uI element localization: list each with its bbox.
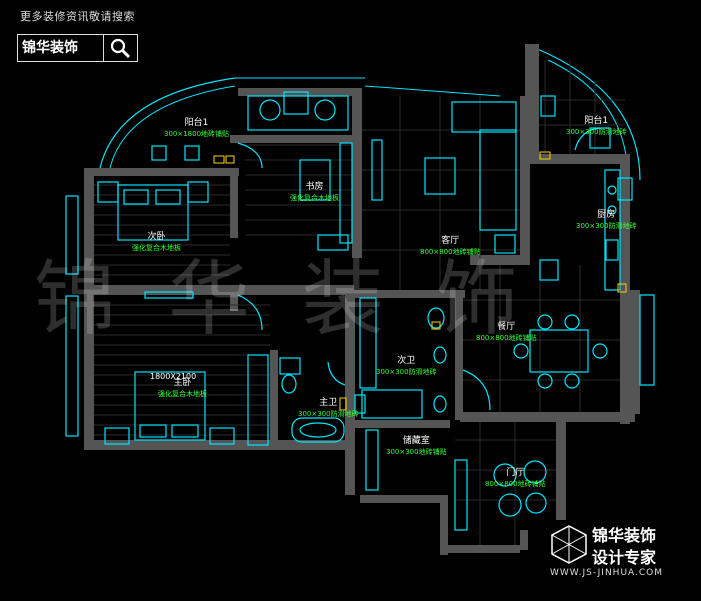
room-floor-note: 300×300防滑地砖 <box>576 222 637 230</box>
room-name: 主卫 <box>319 398 338 408</box>
room-name: 书房 <box>305 182 324 192</box>
room-floor-note: 强化复合木地板 <box>290 194 339 202</box>
search-icon[interactable] <box>104 35 137 61</box>
master-bed-size: 1800X2100 <box>150 372 197 381</box>
search-box[interactable]: 锦华装饰 <box>17 34 138 62</box>
room-label: 阳台1 300×1800地砖铺贴 <box>164 118 229 140</box>
search-label: 锦华装饰 <box>18 35 104 61</box>
brand-name: 锦华装饰 <box>592 526 657 545</box>
brand-url: WWW.JS-JINHUA.COM <box>550 568 664 578</box>
bathtub <box>291 417 345 443</box>
room-label: 主卧强化复合木地板 <box>158 378 207 400</box>
room-floor-note: 800×800地砖铺贴 <box>476 334 537 342</box>
brand-cube-icon <box>551 525 587 564</box>
walls <box>84 44 640 555</box>
furniture <box>65 91 655 531</box>
brand-slogan: 设计专家 <box>592 548 657 567</box>
wood-floor-hatch <box>94 144 352 436</box>
balcony-arc-right <box>534 47 641 181</box>
second-bedroom-bed <box>117 184 189 241</box>
room-label: 次卫 300×300防滑地砖 <box>376 356 437 378</box>
room-name: 客厅 <box>441 236 460 246</box>
master-bed <box>134 371 206 441</box>
room-floor-note: 800×800地砖铺贴 <box>420 248 481 256</box>
room-label: 餐厅 800×800地砖铺贴 <box>476 322 537 344</box>
door-swing-study <box>237 142 263 169</box>
room-floor-note: 300×300地砖铺贴 <box>386 448 447 456</box>
room-label: 主卫 300×300防滑地砖 <box>298 398 359 420</box>
balcony-arc-left-inner <box>109 85 236 169</box>
room-name: 阳台1 <box>184 118 209 128</box>
room-floor-note: 强化复合木地板 <box>132 244 181 252</box>
room-name: 储藏室 <box>402 436 430 446</box>
room-label: 厨房 300×300防滑地砖 <box>576 210 637 232</box>
window-left-lower <box>65 295 79 437</box>
room-floor-note: 强化复合木地板 <box>158 390 207 398</box>
room-name: 门厅 <box>506 468 525 478</box>
room-floor-note: 300×300防滑地砖 <box>298 410 359 418</box>
room-label: 书房强化复合木地板 <box>290 182 339 204</box>
room-label: 次卧强化复合木地板 <box>132 232 181 254</box>
room-label: 阳台1 300×300防滑地砖 <box>566 116 627 138</box>
window-left-upper <box>65 195 79 275</box>
watermark: 锦华装饰 <box>34 252 571 347</box>
room-floor-note: 800×800地砖铺贴 <box>485 480 546 488</box>
brand-block: 锦华装饰 设计专家 WWW.JS-JINHUA.COM <box>548 520 688 582</box>
fixtures-accent <box>213 151 627 411</box>
room-floor-note: 300×300防滑地砖 <box>566 128 627 136</box>
room-floor-note: 300×1800地砖铺贴 <box>164 130 230 138</box>
balcony-arc-left <box>99 77 236 169</box>
room-floor-note: 300×300防滑地砖 <box>376 368 437 376</box>
tile-grid <box>362 60 625 545</box>
room-name: 主卧 <box>173 378 192 388</box>
coffee-table <box>424 157 456 195</box>
room-name: 厨房 <box>597 210 616 220</box>
study-desk <box>247 95 349 131</box>
header-text: 更多装修资讯敬请搜索 <box>20 10 135 23</box>
door-swing-entrance <box>462 369 491 411</box>
room-label: 客厅 800×800地砖铺贴 <box>420 236 481 258</box>
room-label: 储藏室 300×300地砖铺贴 <box>386 436 447 458</box>
living-tv-cabinet <box>371 139 383 201</box>
room-name: 次卧 <box>147 232 166 242</box>
window-right <box>639 294 655 386</box>
storage-shelf <box>365 429 379 491</box>
kitchen-counter <box>604 169 621 291</box>
living-sofa <box>479 129 517 231</box>
room-name: 次卫 <box>397 356 416 366</box>
door-swing-master <box>237 294 263 331</box>
room-name: 阳台1 <box>584 116 609 126</box>
study-bookcase <box>339 142 353 244</box>
room-name: 餐厅 <box>497 322 516 332</box>
room-label: 门厅 800×800地砖铺贴 <box>485 468 546 490</box>
dining-table <box>529 329 589 373</box>
